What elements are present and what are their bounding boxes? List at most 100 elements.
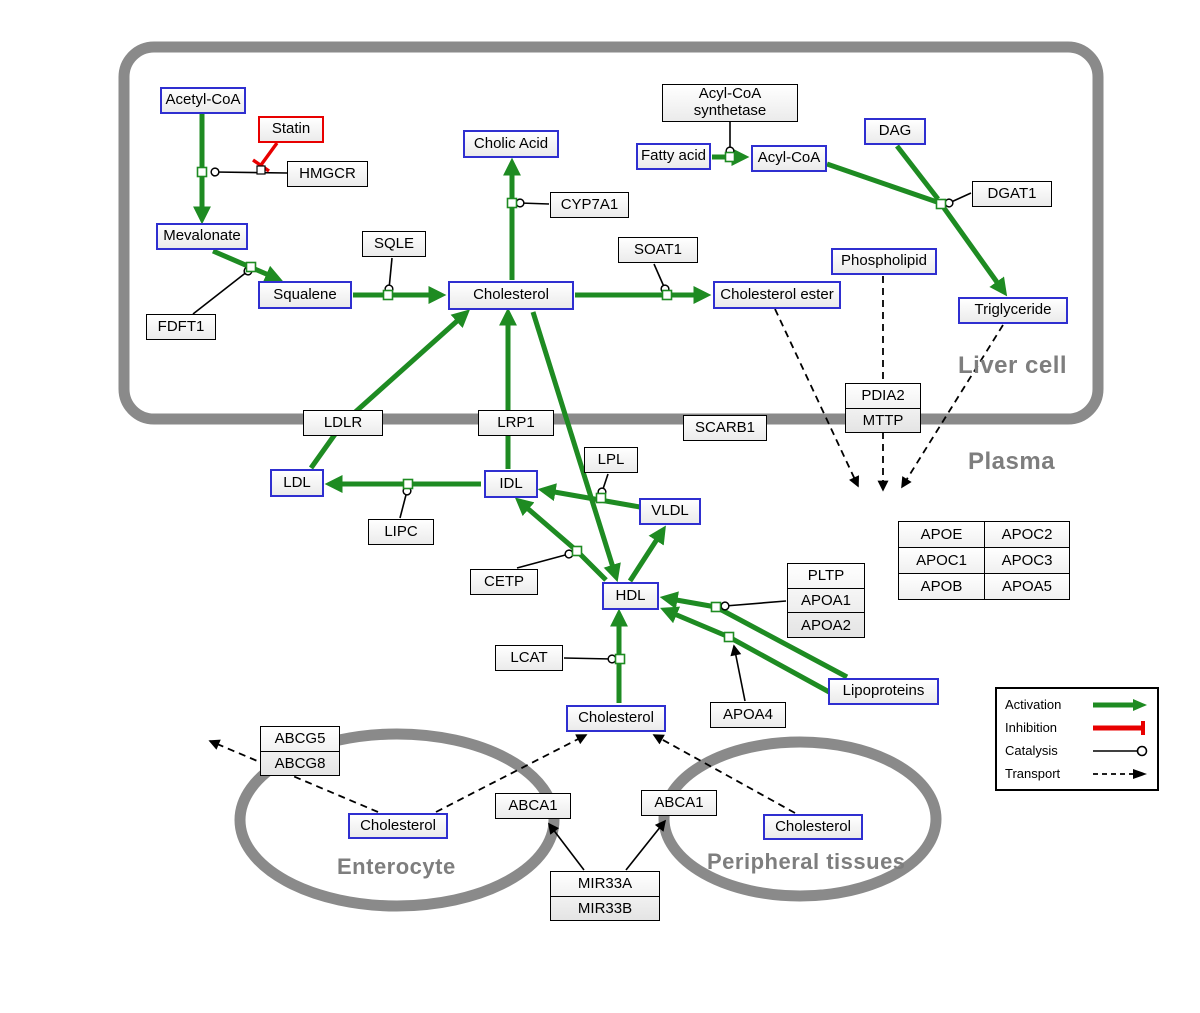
node-abca1-peripheral[interactable]: ABCA1 — [641, 790, 717, 816]
node-sqle[interactable]: SQLE — [362, 231, 426, 257]
node-cyp7a1[interactable]: CYP7A1 — [550, 192, 629, 218]
node-mir33a[interactable]: MIR33A — [577, 875, 633, 893]
liver-cell-compartment — [118, 41, 1104, 425]
catalysis-cyp7a1 — [515, 198, 550, 208]
catalysis-soat1 — [653, 263, 670, 294]
catalysis-sqle — [384, 257, 394, 294]
node-apob[interactable]: APOB — [899, 573, 984, 599]
node-cholesterol-enterocyte[interactable]: Cholesterol — [348, 813, 448, 839]
node-fdft1[interactable]: FDFT1 — [146, 314, 216, 340]
node-cetp[interactable]: CETP — [470, 569, 538, 595]
legend-row-inhibition: Inhibition — [1005, 717, 1149, 739]
catalysis-pltp-apoa1-apoa2 — [720, 600, 787, 611]
legend-transport-label: Transport — [1005, 766, 1061, 781]
node-ldl[interactable]: LDL — [270, 469, 324, 497]
node-abcg-stack: ABCG5 ABCG8 — [260, 726, 340, 776]
node-phospholipid[interactable]: Phospholipid — [831, 248, 937, 275]
node-apoa1[interactable]: APOA1 — [788, 587, 864, 613]
node-acyl-coa-synthetase[interactable]: Acyl-CoA synthetase — [662, 84, 798, 122]
node-apoa2[interactable]: APOA2 — [788, 612, 864, 637]
node-lpl[interactable]: LPL — [584, 447, 638, 473]
node-acetyl-coa[interactable]: Acetyl-CoA — [160, 87, 246, 114]
node-scarb1[interactable]: SCARB1 — [683, 415, 767, 441]
edge-dag-to-dgat1-junction — [895, 144, 940, 201]
legend: Activation Inhibition Catalysis Transpor… — [995, 687, 1159, 791]
node-hdl[interactable]: HDL — [602, 582, 659, 610]
reaction-node — [595, 492, 607, 504]
node-lcat[interactable]: LCAT — [495, 645, 563, 671]
node-vldl[interactable]: VLDL — [639, 498, 701, 525]
node-acyl-coa[interactable]: Acyl-CoA — [751, 145, 827, 172]
legend-catalysis-label: Catalysis — [1005, 743, 1058, 758]
node-apoe[interactable]: APOE — [899, 522, 984, 547]
apolipoprotein-table: APOE APOC2 APOC1 APOC3 APOB APOA5 — [898, 521, 1070, 600]
edge-apoa4-to-reaction — [730, 644, 746, 702]
node-soat1[interactable]: SOAT1 — [618, 237, 698, 263]
edge-hdl-to-vldl — [627, 525, 666, 583]
node-cholesterol-peripheral[interactable]: Cholesterol — [763, 814, 863, 840]
reaction-node — [710, 601, 722, 613]
node-lipoproteins[interactable]: Lipoproteins — [828, 678, 939, 705]
transport-dashed-arrow-icon — [1093, 768, 1147, 779]
node-triglyceride[interactable]: Triglyceride — [958, 297, 1068, 324]
edge-junction-to-triglyceride — [941, 206, 1008, 297]
node-mevalonate[interactable]: Mevalonate — [156, 223, 248, 250]
node-apoa4[interactable]: APOA4 — [710, 702, 786, 728]
reaction-node — [196, 166, 208, 178]
inhibition-statin-line — [259, 142, 279, 166]
node-apoc3[interactable]: APOC3 — [984, 547, 1069, 573]
legend-activation-label: Activation — [1005, 697, 1062, 712]
node-apoc1[interactable]: APOC1 — [899, 547, 984, 573]
node-pdia2[interactable]: PDIA2 — [861, 387, 905, 405]
peripheral-tissues-label: Peripheral tissues — [707, 849, 906, 874]
node-cholesterol-ester[interactable]: Cholesterol ester — [713, 281, 841, 309]
reaction-node — [382, 289, 394, 301]
node-mttp[interactable]: MTTP — [846, 407, 920, 433]
node-cholesterol-liver[interactable]: Cholesterol — [448, 281, 574, 310]
reaction-node — [935, 198, 947, 210]
node-ldlr[interactable]: LDLR — [303, 410, 383, 436]
node-abca1-enterocyte[interactable]: ABCA1 — [495, 793, 571, 819]
node-mir33b[interactable]: MIR33B — [551, 895, 659, 921]
node-dgat1[interactable]: DGAT1 — [972, 181, 1052, 207]
node-dag[interactable]: DAG — [864, 118, 926, 145]
legend-row-activation: Activation — [1005, 694, 1149, 716]
reaction-node — [245, 261, 257, 273]
reaction-node — [614, 653, 626, 665]
node-pltp[interactable]: PLTP — [807, 567, 845, 585]
reaction-node — [723, 631, 735, 643]
edge-mir33-to-abca1-enterocyte — [548, 822, 585, 871]
legend-row-transport: Transport — [1005, 763, 1149, 785]
activation-arrow-icon — [1093, 698, 1147, 711]
catalysis-lipc — [399, 486, 412, 519]
node-hmgcr[interactable]: HMGCR — [287, 161, 368, 187]
node-pdia2-mttp-stack: PDIA2 MTTP — [845, 383, 921, 433]
reaction-node — [506, 197, 518, 209]
node-lrp1[interactable]: LRP1 — [478, 410, 554, 436]
node-pltp-apoa-stack: PLTP APOA1 APOA2 — [787, 563, 865, 638]
node-idl[interactable]: IDL — [484, 470, 538, 498]
node-apoc2[interactable]: APOC2 — [984, 522, 1069, 547]
edge-acylcoa-to-dgat1-junction — [826, 161, 938, 205]
catalysis-lcat — [563, 654, 617, 664]
node-lipc[interactable]: LIPC — [368, 519, 434, 545]
node-squalene[interactable]: Squalene — [258, 281, 352, 309]
node-cholesterol-plasma[interactable]: Cholesterol — [566, 705, 666, 732]
acyl-coa-synthetase-line1: Acyl-CoA — [698, 85, 762, 103]
node-abcg8[interactable]: ABCG8 — [261, 750, 339, 776]
catalysis-hmgcr — [210, 167, 288, 177]
legend-row-catalysis: Catalysis — [1005, 740, 1149, 762]
edge-cholesterol-to-hdl — [530, 311, 621, 583]
node-statin[interactable]: Statin — [258, 116, 324, 143]
reaction-node — [571, 545, 583, 557]
legend-inhibition-label: Inhibition — [1005, 720, 1058, 735]
node-fatty-acid[interactable]: Fatty acid — [636, 143, 711, 170]
node-apoa5[interactable]: APOA5 — [984, 573, 1069, 599]
node-cholic-acid[interactable]: Cholic Acid — [463, 130, 559, 158]
catalysis-lpl — [597, 473, 609, 497]
reaction-node — [402, 478, 414, 490]
node-abcg5[interactable]: ABCG5 — [274, 730, 326, 748]
reaction-node — [724, 151, 736, 163]
transport-enterocyte-cholesterol-to-plasma — [435, 734, 588, 813]
